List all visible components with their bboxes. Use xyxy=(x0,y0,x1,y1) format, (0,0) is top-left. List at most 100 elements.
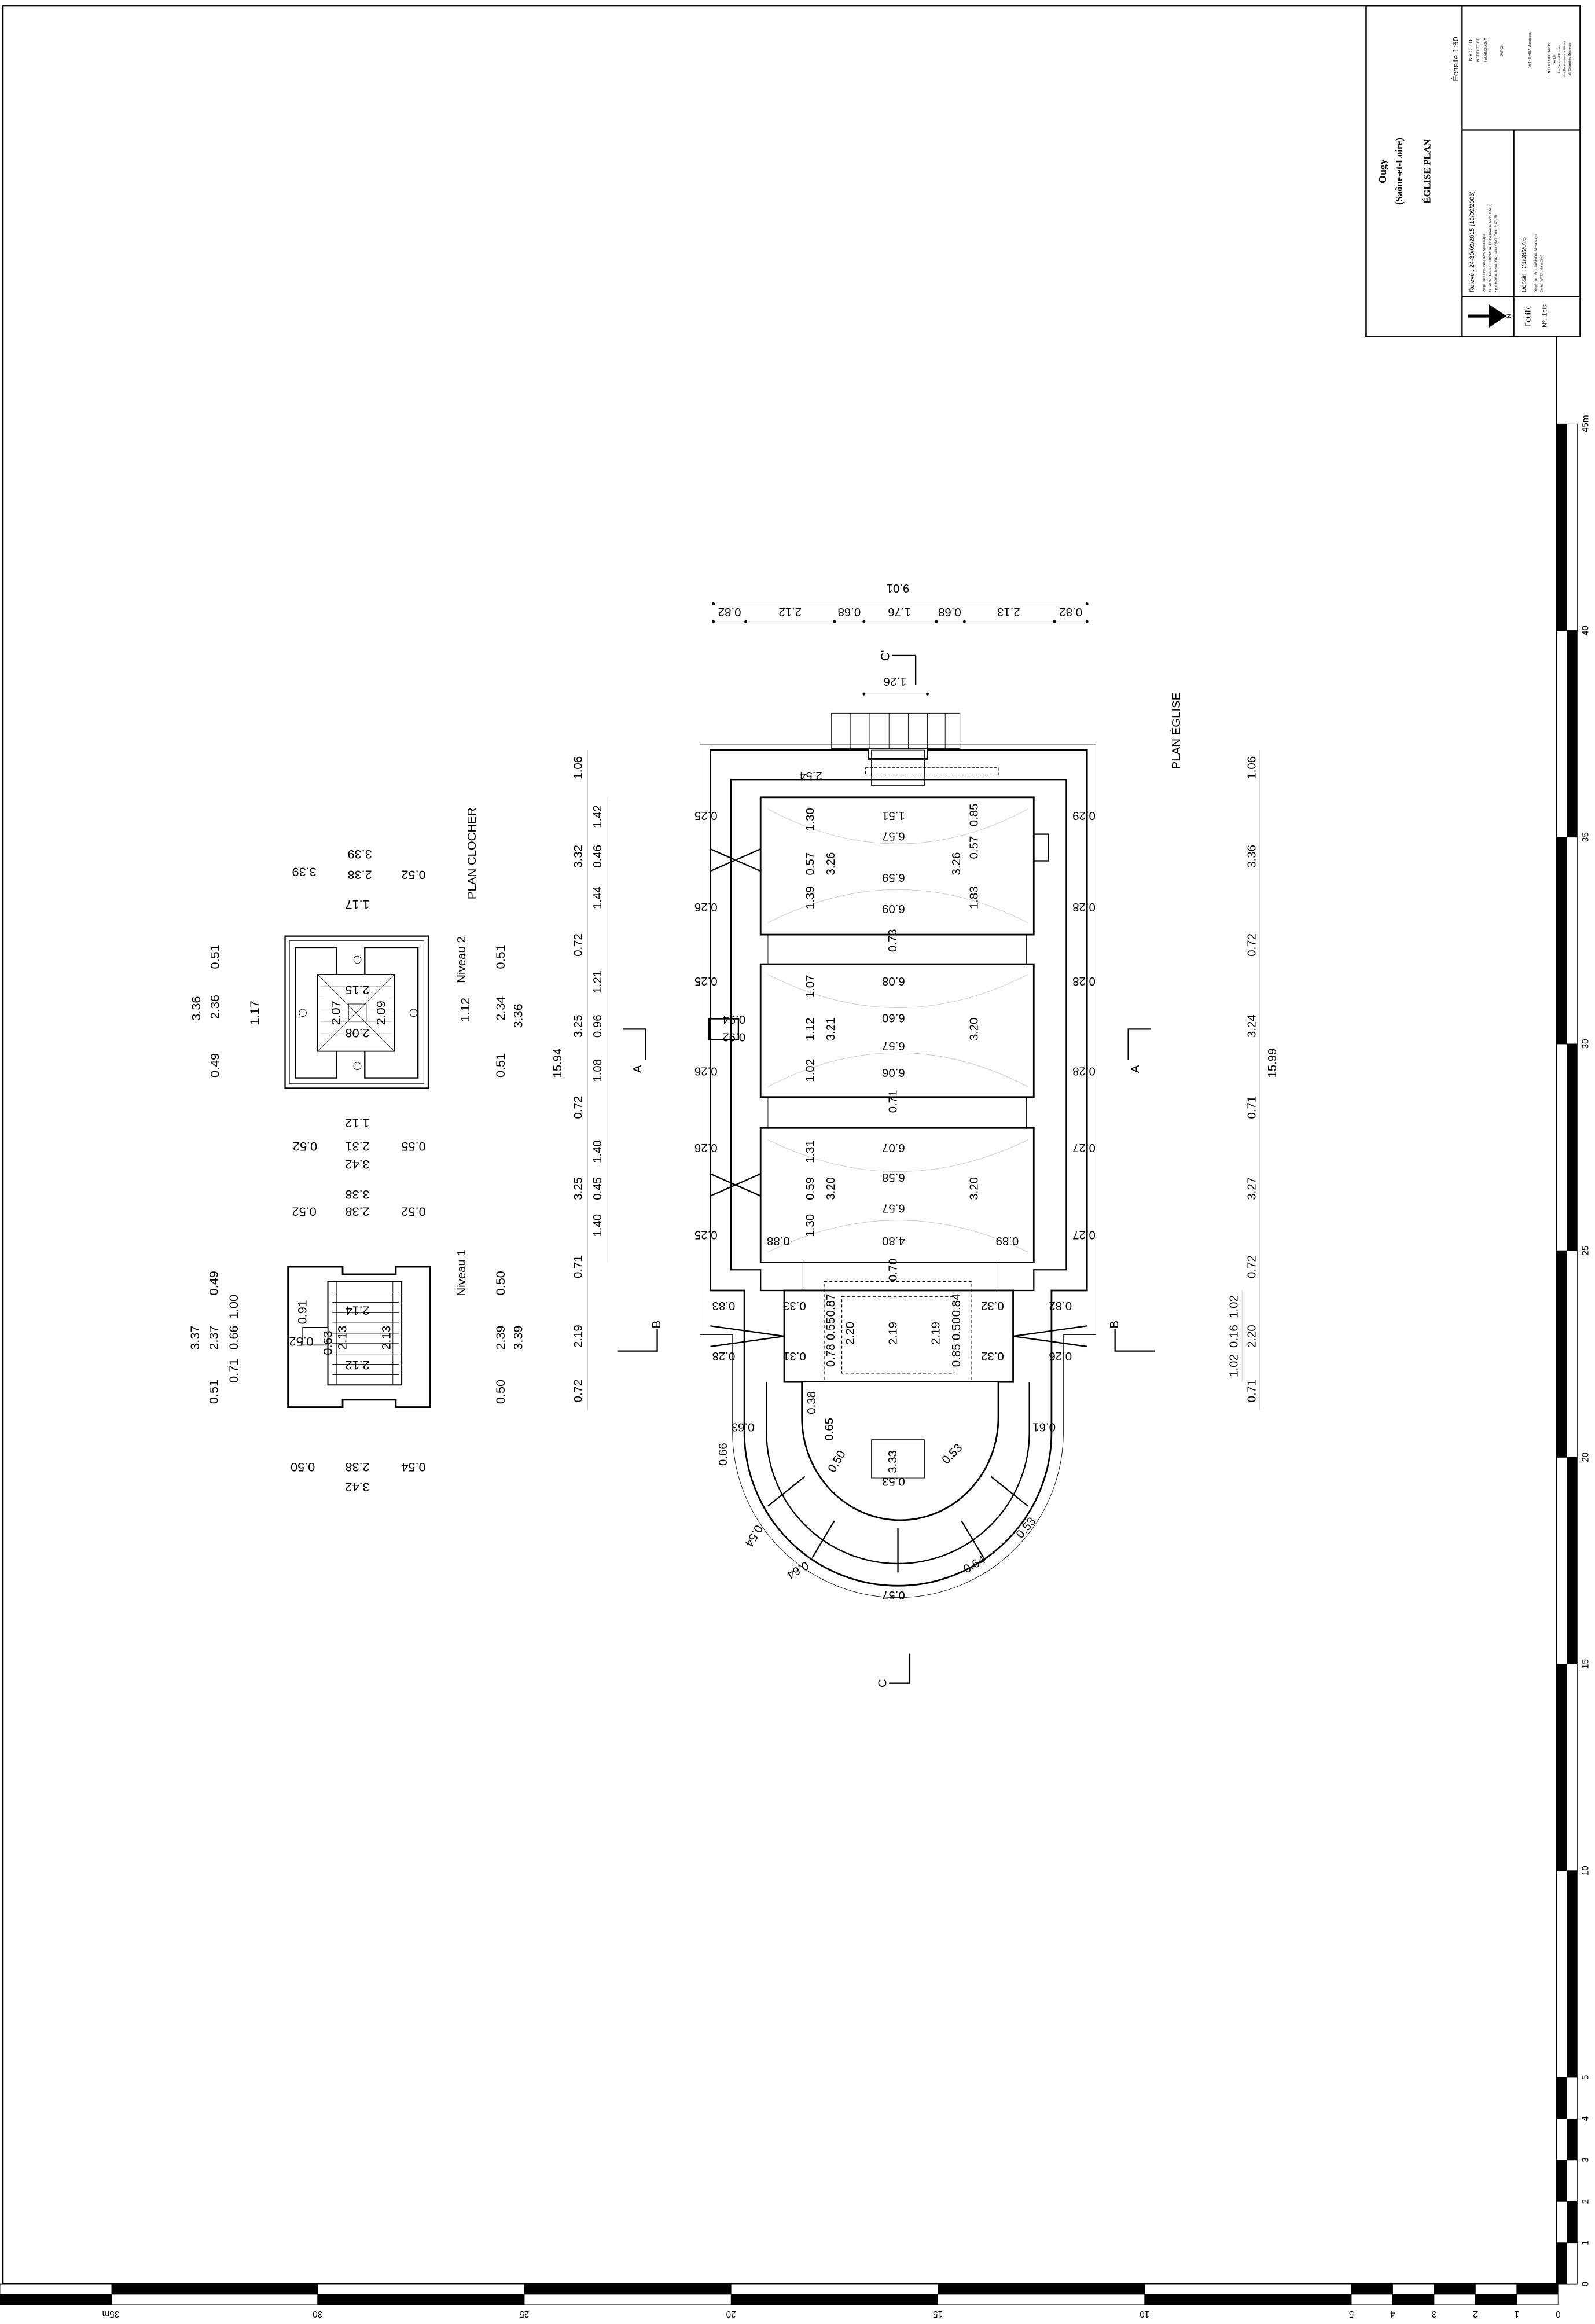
church-dimension: 0.63 xyxy=(732,1420,755,1433)
church-dimension: 1.12 xyxy=(804,1018,817,1041)
church-dimension: 3.26 xyxy=(825,852,837,876)
scale-bar-segment xyxy=(0,2283,112,2295)
scale-bar-segment xyxy=(1516,2283,1559,2295)
dimension-point xyxy=(711,620,715,623)
church-dimension: 0.71 xyxy=(887,1090,899,1113)
scale-tick-label: 4 xyxy=(1581,2116,1591,2121)
scale-bar-segment xyxy=(0,2294,112,2305)
survey-team: Kenji KOGA, Misaki OKI, Mika ONO, Chiki … xyxy=(1495,215,1498,292)
scale-tick-label: 30 xyxy=(313,2309,322,2319)
scale-bar-segment xyxy=(1434,2283,1476,2295)
tower-level-2-dimension: 2.38 xyxy=(348,868,372,882)
scale-bar-segment xyxy=(111,2294,318,2305)
scale-bar-segment xyxy=(1392,2294,1435,2305)
church-dimension: 0.85 xyxy=(950,1344,963,1367)
plan-label-bell-tower: PLAN CLOCHER xyxy=(466,807,479,899)
scale-bar-segment xyxy=(1556,1250,1567,1458)
scale-bar-segment xyxy=(1567,1664,1578,1871)
scale-bar-segment xyxy=(1556,1043,1567,1251)
tower-level-1-dimension: 2.38 xyxy=(345,1460,369,1474)
tower-level-1-dimension: 2.38 xyxy=(345,1204,369,1219)
scale-tick-label: 5 xyxy=(1349,2309,1354,2319)
dimension-point xyxy=(962,620,966,623)
tower-level-2-dimension: 0.49 xyxy=(207,1053,222,1078)
scale-bar-segment xyxy=(1567,2160,1578,2202)
section-marker-b: B xyxy=(1108,1321,1121,1329)
tower-level-1-dimension: 0.50 xyxy=(493,1380,508,1404)
church-dimension: 0.96 xyxy=(591,1014,604,1038)
tower-level-1-dimension: 0.54 xyxy=(401,1460,425,1474)
church-dimension: 0.32 xyxy=(981,1299,1004,1312)
church-dimension: 0.94 xyxy=(722,1013,745,1025)
scale-bar-segment xyxy=(1567,837,1578,1045)
tower-level-2-dimension: 0.51 xyxy=(493,1053,508,1078)
dimension-point xyxy=(744,620,748,623)
church-dimension: 0.38 xyxy=(806,1391,818,1414)
scale-bar-segment xyxy=(1516,2294,1559,2305)
department-name: (Saône-et-Loire) xyxy=(1394,138,1405,205)
church-dimension: 0.70 xyxy=(887,1258,899,1281)
scale-bar-segment xyxy=(1556,837,1567,1045)
tower-level-1-dimension: 0.52 xyxy=(401,1204,425,1219)
scale-bar-segment xyxy=(1567,2242,1578,2285)
church-dimension: 0.55 xyxy=(825,1317,837,1340)
church-dimension: 0.26 xyxy=(1049,1349,1072,1362)
church-dimension: 3.20 xyxy=(825,1177,837,1200)
tower-level-1-dimension: 3.37 xyxy=(188,1326,202,1350)
scale-bar-segment xyxy=(1567,423,1578,631)
scale-bar-segment xyxy=(1392,2283,1435,2295)
tower-level-1-dimension: 2.14 xyxy=(345,1303,369,1318)
scale-tick-label: 0 xyxy=(1556,2309,1561,2319)
church-dimension: 0.25 xyxy=(694,975,718,987)
tower-level-1-dimension: 3.38 xyxy=(345,1187,369,1202)
church-dimension: 2.20 xyxy=(1245,1325,1258,1348)
church-dimension: 1.30 xyxy=(804,1214,817,1237)
church-dimension: 2.54 xyxy=(799,769,822,782)
scale-tick-label: 25 xyxy=(519,2309,529,2319)
collaboration-line: AVEC xyxy=(1553,55,1556,64)
tower-level-2-dimension: 2.15 xyxy=(345,983,369,998)
church-dimension: 1.26 xyxy=(884,675,907,687)
church-dimension: 3.20 xyxy=(968,1018,981,1041)
church-dimension: 0.72 xyxy=(1245,1255,1258,1278)
scale-bar-segment xyxy=(524,2294,732,2305)
scale-tick-label: 45m xyxy=(1581,415,1591,432)
tower-level-2-dimension: 0.52 xyxy=(293,1139,317,1154)
scale-tick-label: 1 xyxy=(1581,2240,1591,2245)
church-dimension: 0.85 xyxy=(968,804,981,827)
scale-tick-label: 5 xyxy=(1581,2075,1591,2080)
sheet-label: Feuille xyxy=(1524,305,1532,327)
dimension-point xyxy=(862,620,866,623)
scale-bar-segment xyxy=(730,2283,938,2295)
professor-name: Prof.NISHIDA Masatsugu xyxy=(1528,32,1532,68)
church-dimension: 15.94 xyxy=(552,1049,564,1078)
tower-level-2-dimension: 2.34 xyxy=(493,996,508,1021)
church-dimension: 0.33 xyxy=(783,1299,806,1312)
church-dimension: 0.50 xyxy=(950,1317,963,1340)
church-dimension: 0.28 xyxy=(712,1349,736,1362)
tower-level-2-dimension: 1.12 xyxy=(458,998,472,1022)
scale-tick-label: 4 xyxy=(1390,2309,1395,2319)
church-dimension: 1.42 xyxy=(591,805,604,828)
church-dimension: 6.06 xyxy=(882,1066,905,1079)
church-dimension: 0.87 xyxy=(825,1294,837,1317)
church-dimension: 3.32 xyxy=(572,845,585,868)
tower-level-2-dimension: 2.09 xyxy=(373,1001,388,1025)
church-dimension: 0.25 xyxy=(694,809,718,822)
tower-level-2-dimension: 1.17 xyxy=(247,1001,262,1025)
scale-bar-segment xyxy=(317,2294,525,2305)
scale-bar-segment xyxy=(1567,1457,1578,1664)
scale-bar-segment xyxy=(1351,2294,1393,2305)
tower-level-1-dimension: 3.42 xyxy=(345,1480,369,1495)
church-dimension: 0.28 xyxy=(1072,900,1096,913)
tower-level-2-dimension: 1.12 xyxy=(345,1116,369,1130)
church-dimension: 0.72 xyxy=(572,1380,585,1403)
scale-bar-segment xyxy=(1567,1870,1578,2078)
scale-bar-horizontal xyxy=(0,2283,1559,2305)
church-dimension: 3.25 xyxy=(572,1014,585,1038)
collaboration-line: des Patrimoines culturels xyxy=(1563,41,1567,78)
church-dimension: 1.40 xyxy=(591,1140,604,1163)
church-dimension-lines xyxy=(587,604,1260,1410)
church-dimension: 0.45 xyxy=(591,1177,604,1200)
section-marker-c: C' xyxy=(880,650,892,661)
